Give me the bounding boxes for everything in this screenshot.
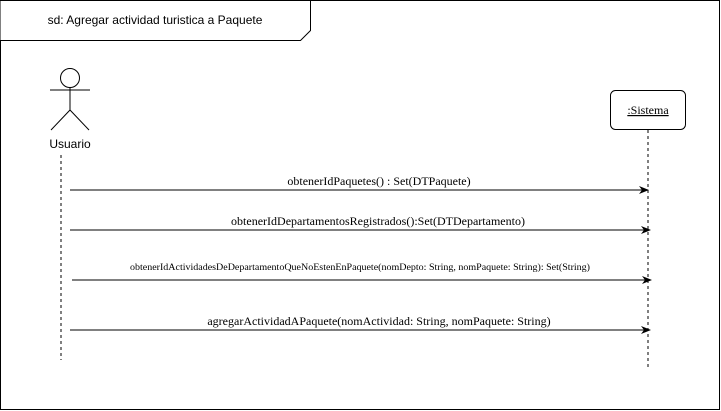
object-label: :Sistema	[627, 103, 669, 117]
actor-usuario[interactable]: Usuario	[49, 68, 91, 152]
message-label: obtenerIdPaquetes() : Set(DTPaquete)	[287, 174, 470, 188]
message-4[interactable]: agregarActividadAPaquete(nomActividad: S…	[70, 314, 651, 334]
message-2[interactable]: obtenerIdDepartamentosRegistrados():Set(…	[70, 214, 651, 234]
frame-title-tab	[0, 0, 311, 41]
message-1[interactable]: obtenerIdPaquetes() : Set(DTPaquete)	[70, 174, 649, 194]
frame-title: sd: Agregar actividad turistica a Paquet…	[48, 13, 263, 27]
actor-right-leg	[69, 109, 90, 131]
message-label: agregarActividadAPaquete(nomActividad: S…	[207, 314, 550, 328]
message-label: obtenerIdDepartamentosRegistrados():Set(…	[231, 214, 525, 228]
message-3[interactable]: obtenerIdActividadesDeDepartamentoQueNoE…	[72, 262, 652, 284]
object-sistema[interactable]: :Sistema	[610, 90, 686, 130]
actor-left-leg	[50, 109, 71, 131]
message-label: obtenerIdActividadesDeDepartamentoQueNoE…	[130, 262, 590, 272]
object-box	[610, 90, 686, 130]
actor-label: Usuario	[49, 137, 91, 151]
actor-head	[60, 68, 80, 88]
